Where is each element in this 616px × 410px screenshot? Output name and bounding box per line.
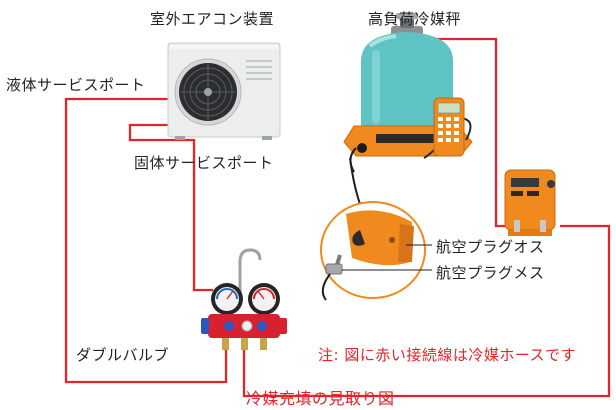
aviation-plug-inset	[320, 201, 432, 301]
handheld-controller	[433, 97, 465, 157]
diagram-caption: 冷媒充填の見取り図	[246, 389, 395, 408]
hose-solid-port	[128, 123, 213, 292]
label-scale: 高負荷冷媒秤	[368, 10, 462, 28]
label-outdoor-unit: 室外エアコン装置	[150, 10, 275, 28]
hose-charge	[242, 224, 611, 398]
double-valve-manifold	[201, 248, 287, 350]
charging-valve-unit	[504, 169, 556, 236]
label-solid-port: 固体サービスポート	[134, 154, 274, 172]
label-note: 注: 図に赤い接続線は冷媒ホースです	[318, 346, 577, 364]
label-double-valve: ダブルバルブ	[76, 346, 170, 364]
hose-liquid-port	[64, 97, 228, 384]
label-plug-female: 航空プラグメス	[436, 264, 545, 282]
label-liquid-port: 液体サービスポート	[6, 76, 146, 94]
label-plug-male: 航空プラグオス	[436, 238, 545, 256]
outdoor-ac-unit	[167, 42, 281, 140]
refrigerant-tank	[361, 13, 453, 134]
